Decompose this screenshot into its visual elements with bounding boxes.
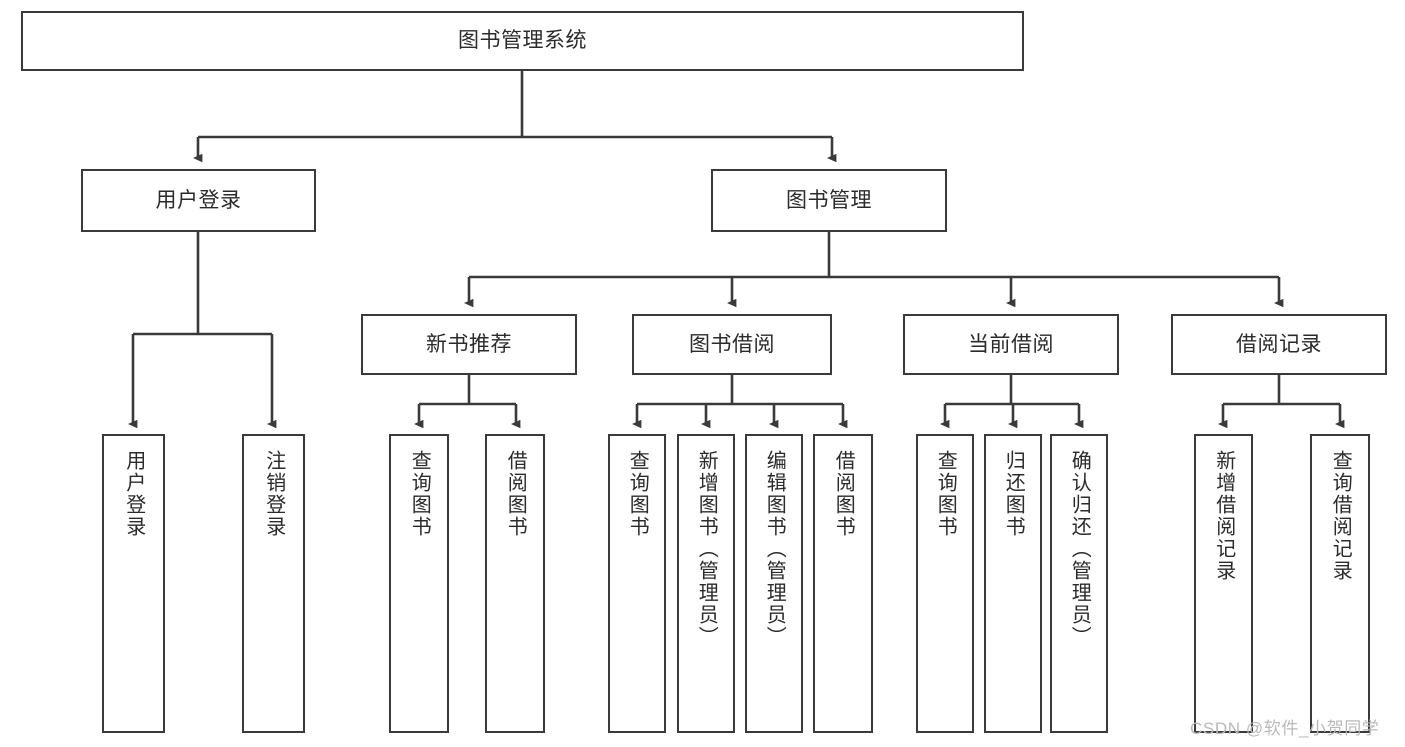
node-label: 确认归还（管理员） — [1068, 450, 1091, 648]
leaf-edit-book-admin[interactable]: 编辑图书（管理员） — [745, 434, 803, 733]
leaf-query-books-recommendation[interactable]: 查询图书 — [389, 434, 449, 733]
node-label: 编辑图书（管理员） — [763, 450, 786, 648]
node-borrowing-records[interactable]: 借阅记录 — [1171, 314, 1387, 375]
leaf-borrow-books-recommendation[interactable]: 借阅图书 — [485, 434, 545, 733]
leaf-query-books-borrowing[interactable]: 查询图书 — [608, 434, 666, 733]
leaf-query-borrowing-record[interactable]: 查询借阅记录 — [1310, 434, 1370, 733]
leaf-user-login[interactable]: 用户登录 — [102, 434, 165, 733]
node-current-borrowing[interactable]: 当前借阅 — [903, 314, 1119, 375]
node-label: 借阅记录 — [1236, 332, 1322, 356]
node-label: 图书借阅 — [689, 332, 775, 356]
node-label: 用户登录 — [155, 188, 242, 212]
node-label: 当前借阅 — [968, 332, 1054, 356]
node-label: 用户登录 — [122, 450, 145, 538]
node-label: 新增图书（管理员） — [695, 450, 718, 648]
node-label: 查询图书 — [408, 450, 431, 538]
node-book-management[interactable]: 图书管理 — [711, 169, 947, 232]
node-label: 借阅图书 — [504, 450, 527, 538]
leaf-borrow-books-borrowing[interactable]: 借阅图书 — [813, 434, 873, 733]
node-label: 查询借阅记录 — [1329, 450, 1352, 582]
leaf-confirm-return-admin[interactable]: 确认归还（管理员） — [1050, 434, 1108, 733]
node-label: 图书管理系统 — [458, 29, 587, 53]
node-root-book-management-system[interactable]: 图书管理系统 — [21, 11, 1024, 71]
node-label: 图书管理 — [786, 188, 872, 212]
node-book-borrowing[interactable]: 图书借阅 — [632, 314, 832, 375]
watermark-csdn: CSDN @软件_小贺同学 — [1190, 719, 1380, 738]
node-label: 注销登录 — [262, 450, 285, 538]
node-new-book-recommendation[interactable]: 新书推荐 — [361, 314, 577, 375]
node-label: 新增借阅记录 — [1212, 450, 1235, 582]
leaf-add-borrowing-record[interactable]: 新增借阅记录 — [1194, 434, 1253, 733]
node-user-login[interactable]: 用户登录 — [81, 169, 316, 232]
node-label: 借阅图书 — [832, 450, 855, 538]
node-label: 查询图书 — [934, 450, 957, 538]
leaf-return-books[interactable]: 归还图书 — [984, 434, 1042, 733]
leaf-logout[interactable]: 注销登录 — [242, 434, 305, 733]
leaf-add-book-admin[interactable]: 新增图书（管理员） — [677, 434, 735, 733]
node-label: 查询图书 — [626, 450, 649, 538]
node-label: 新书推荐 — [426, 332, 512, 356]
node-label: 归还图书 — [1002, 450, 1025, 538]
leaf-query-books-current[interactable]: 查询图书 — [916, 434, 974, 733]
